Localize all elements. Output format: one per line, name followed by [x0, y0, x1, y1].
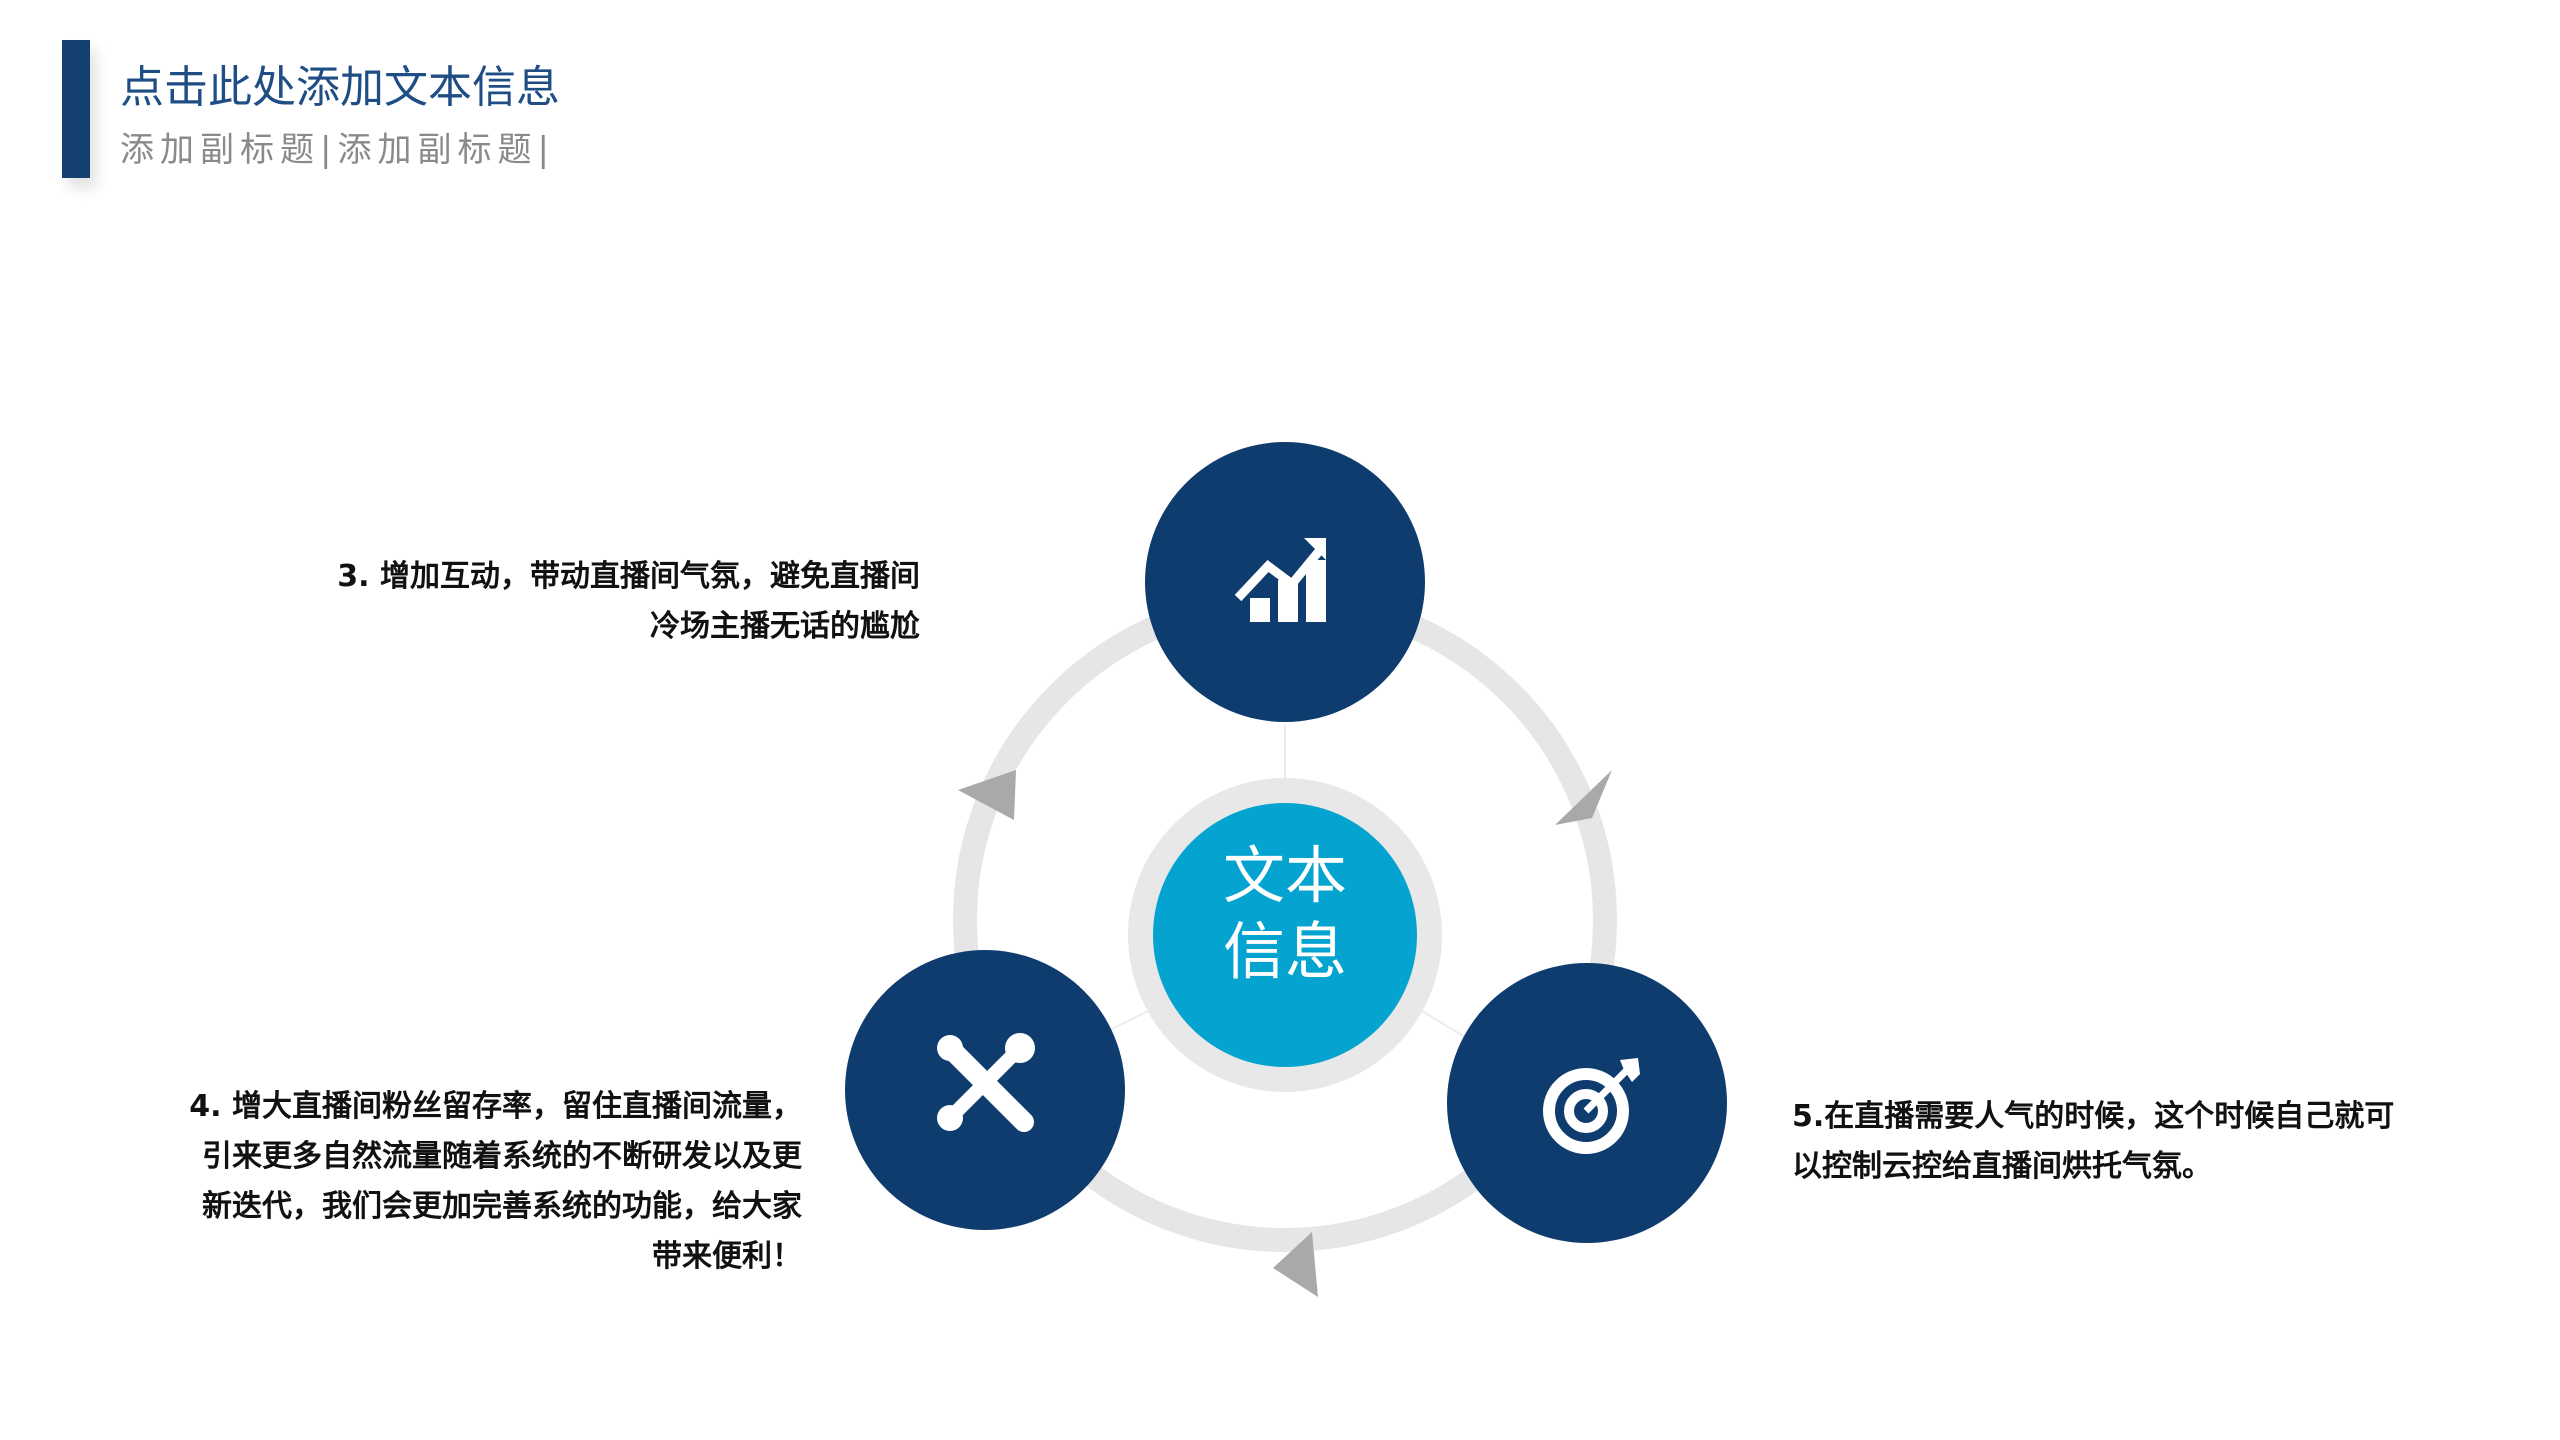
item-5-line1: 5.在直播需要人气的时候，这个时候自己就可 [1792, 1099, 2395, 1134]
item-4-line4: 带来便利！ [652, 1239, 802, 1274]
node-tools[interactable] [845, 950, 1125, 1230]
center-label-line2: 信息 [1222, 915, 1347, 988]
cycle-arrow-left [958, 770, 1016, 820]
item-3-line1: 3. 增加互动，带动直播间气氛，避免直播间 [337, 559, 920, 594]
node-target[interactable] [1447, 963, 1727, 1243]
item-4-line3: 新迭代，我们会更加完善系统的功能，给大家 [202, 1189, 802, 1224]
item-5-line2: 以控制云控给直播间烘托气氛。 [1792, 1149, 2212, 1184]
connector-line-right [1419, 1009, 1471, 1041]
node-growth[interactable] [1145, 442, 1425, 722]
cycle-arrow-right [1555, 770, 1612, 825]
title-accent-bar [62, 40, 90, 178]
center-label: 文本 信息 [1160, 838, 1410, 990]
target-icon [1543, 1058, 1640, 1154]
page-title[interactable]: 点击此处添加文本信息 [120, 62, 560, 113]
cycle-arrow-bottom [1273, 1232, 1318, 1297]
item-3-line2: 冷场主播无话的尴尬 [650, 609, 920, 644]
connector-line-left [1109, 1009, 1151, 1031]
item-3-text[interactable]: 3. 增加互动，带动直播间气氛，避免直播间 冷场主播无话的尴尬 [180, 552, 920, 652]
page-subtitle[interactable]: 添加副标题|添加副标题| [120, 130, 555, 170]
center-circle [1153, 803, 1417, 1067]
item-4-line1: 4. 增大直播间粉丝留存率，留住直播间流量， [189, 1089, 802, 1124]
growth-chart-icon [1234, 538, 1326, 622]
center-label-line1: 文本 [1222, 839, 1347, 912]
item-5-text[interactable]: 5.在直播需要人气的时候，这个时候自己就可 以控制云控给直播间烘托气氛。 [1792, 1092, 2452, 1192]
node-target-circle [1447, 963, 1727, 1243]
tools-icon [937, 1033, 1035, 1132]
item-4-text[interactable]: 4. 增大直播间粉丝留存率，留住直播间流量， 引来更多自然流量随着系统的不断研发… [60, 1082, 802, 1282]
item-4-line2: 引来更多自然流量随着系统的不断研发以及更 [202, 1139, 802, 1174]
